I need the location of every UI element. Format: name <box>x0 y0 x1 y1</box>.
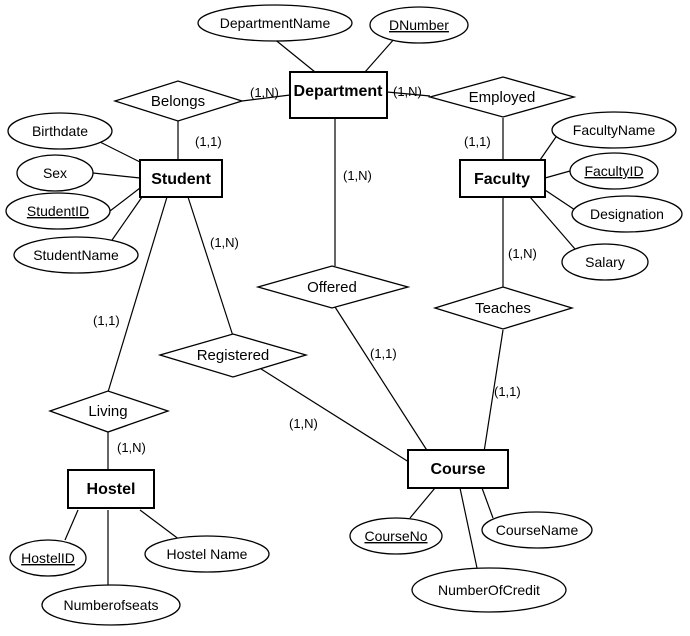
card-teaches-faculty: (1,N) <box>508 246 537 261</box>
rel-registered-label: Registered <box>197 347 270 364</box>
entity-student: Student <box>139 159 223 198</box>
attr-faculty-name-label: FacultyName <box>573 122 656 138</box>
attr-salary-label: Salary <box>585 254 625 270</box>
attr-faculty-name: FacultyName <box>551 111 677 149</box>
attr-dnumber-label: DNumber <box>389 17 449 33</box>
card-registered-student: (1,N) <box>210 235 239 250</box>
card-living-hostel: (1,N) <box>117 440 146 455</box>
card-belongs-department: (1,N) <box>250 85 279 100</box>
rel-teaches: Teaches <box>432 286 575 330</box>
card-belongs-student: (1,1) <box>195 134 222 149</box>
attr-hostel-name: Hostel Name <box>144 535 270 573</box>
rel-employed: Employed <box>427 76 577 118</box>
card-living-student: (1,1) <box>93 313 120 328</box>
entity-course-label: Course <box>430 461 485 478</box>
attr-designation: Designation <box>571 195 683 233</box>
card-employed-faculty: (1,1) <box>464 134 491 149</box>
attr-faculty-id: FacultyID <box>569 152 659 190</box>
attr-number-of-seats: Numberofseats <box>41 584 181 626</box>
rel-belongs-label: Belongs <box>151 93 205 110</box>
attr-sex-label: Sex <box>43 165 67 181</box>
entity-student-label: Student <box>151 171 211 188</box>
entity-hostel: Hostel <box>67 469 155 509</box>
attr-department-name-label: DepartmentName <box>220 15 331 31</box>
rel-employed-label: Employed <box>469 89 536 106</box>
card-registered-course: (1,N) <box>289 416 318 431</box>
attr-hostel-id: HostelID <box>9 539 87 577</box>
attr-birthdate-label: Birthdate <box>32 123 88 139</box>
entity-course: Course <box>407 449 509 489</box>
attr-course-no: CourseNo <box>349 517 443 555</box>
card-teaches-course: (1,1) <box>494 384 521 399</box>
attr-salary: Salary <box>561 243 649 281</box>
attr-student-name-label: StudentName <box>33 247 119 263</box>
rel-belongs: Belongs <box>112 80 245 122</box>
attr-hostel-name-label: Hostel Name <box>167 546 248 562</box>
card-offered-department: (1,N) <box>343 168 372 183</box>
connector-lines <box>64 37 576 588</box>
rel-teaches-label: Teaches <box>475 300 531 317</box>
rel-offered: Offered <box>255 265 411 309</box>
attr-course-no-label: CourseNo <box>364 528 427 544</box>
rel-registered: Registered <box>157 333 309 378</box>
attr-number-of-credit: NumberOfCredit <box>411 567 567 613</box>
entity-faculty-label: Faculty <box>474 171 530 188</box>
entity-department-label: Department <box>294 83 384 100</box>
attr-student-id: StudentID <box>5 192 111 230</box>
attr-student-id-label: StudentID <box>27 203 89 219</box>
rel-offered-label: Offered <box>307 279 357 296</box>
attr-hostel-id-label: HostelID <box>21 550 75 566</box>
attr-course-name: CourseName <box>481 511 593 549</box>
attr-number-of-credit-label: NumberOfCredit <box>438 582 540 598</box>
entity-department: Department <box>289 71 388 119</box>
rel-living: Living <box>48 390 171 433</box>
attr-faculty-id-label: FacultyID <box>584 163 643 179</box>
entity-faculty: Faculty <box>459 159 546 198</box>
attr-dnumber: DNumber <box>369 6 469 44</box>
attr-sex: Sex <box>16 154 94 192</box>
attr-number-of-seats-label: Numberofseats <box>64 597 159 613</box>
card-offered-course: (1,1) <box>370 346 397 361</box>
attr-birthdate: Birthdate <box>7 112 113 150</box>
rel-living-label: Living <box>88 403 127 420</box>
attr-department-name: DepartmentName <box>197 4 353 42</box>
attr-course-name-label: CourseName <box>496 522 579 538</box>
attr-student-name: StudentName <box>13 236 139 274</box>
attr-designation-label: Designation <box>590 206 664 222</box>
cardinality-labels: (1,N) (1,1) (1,N) (1,1) (1,N) (1,1) (1,N… <box>93 84 537 455</box>
entity-hostel-label: Hostel <box>87 481 136 498</box>
card-employed-department: (1,N) <box>393 84 422 99</box>
